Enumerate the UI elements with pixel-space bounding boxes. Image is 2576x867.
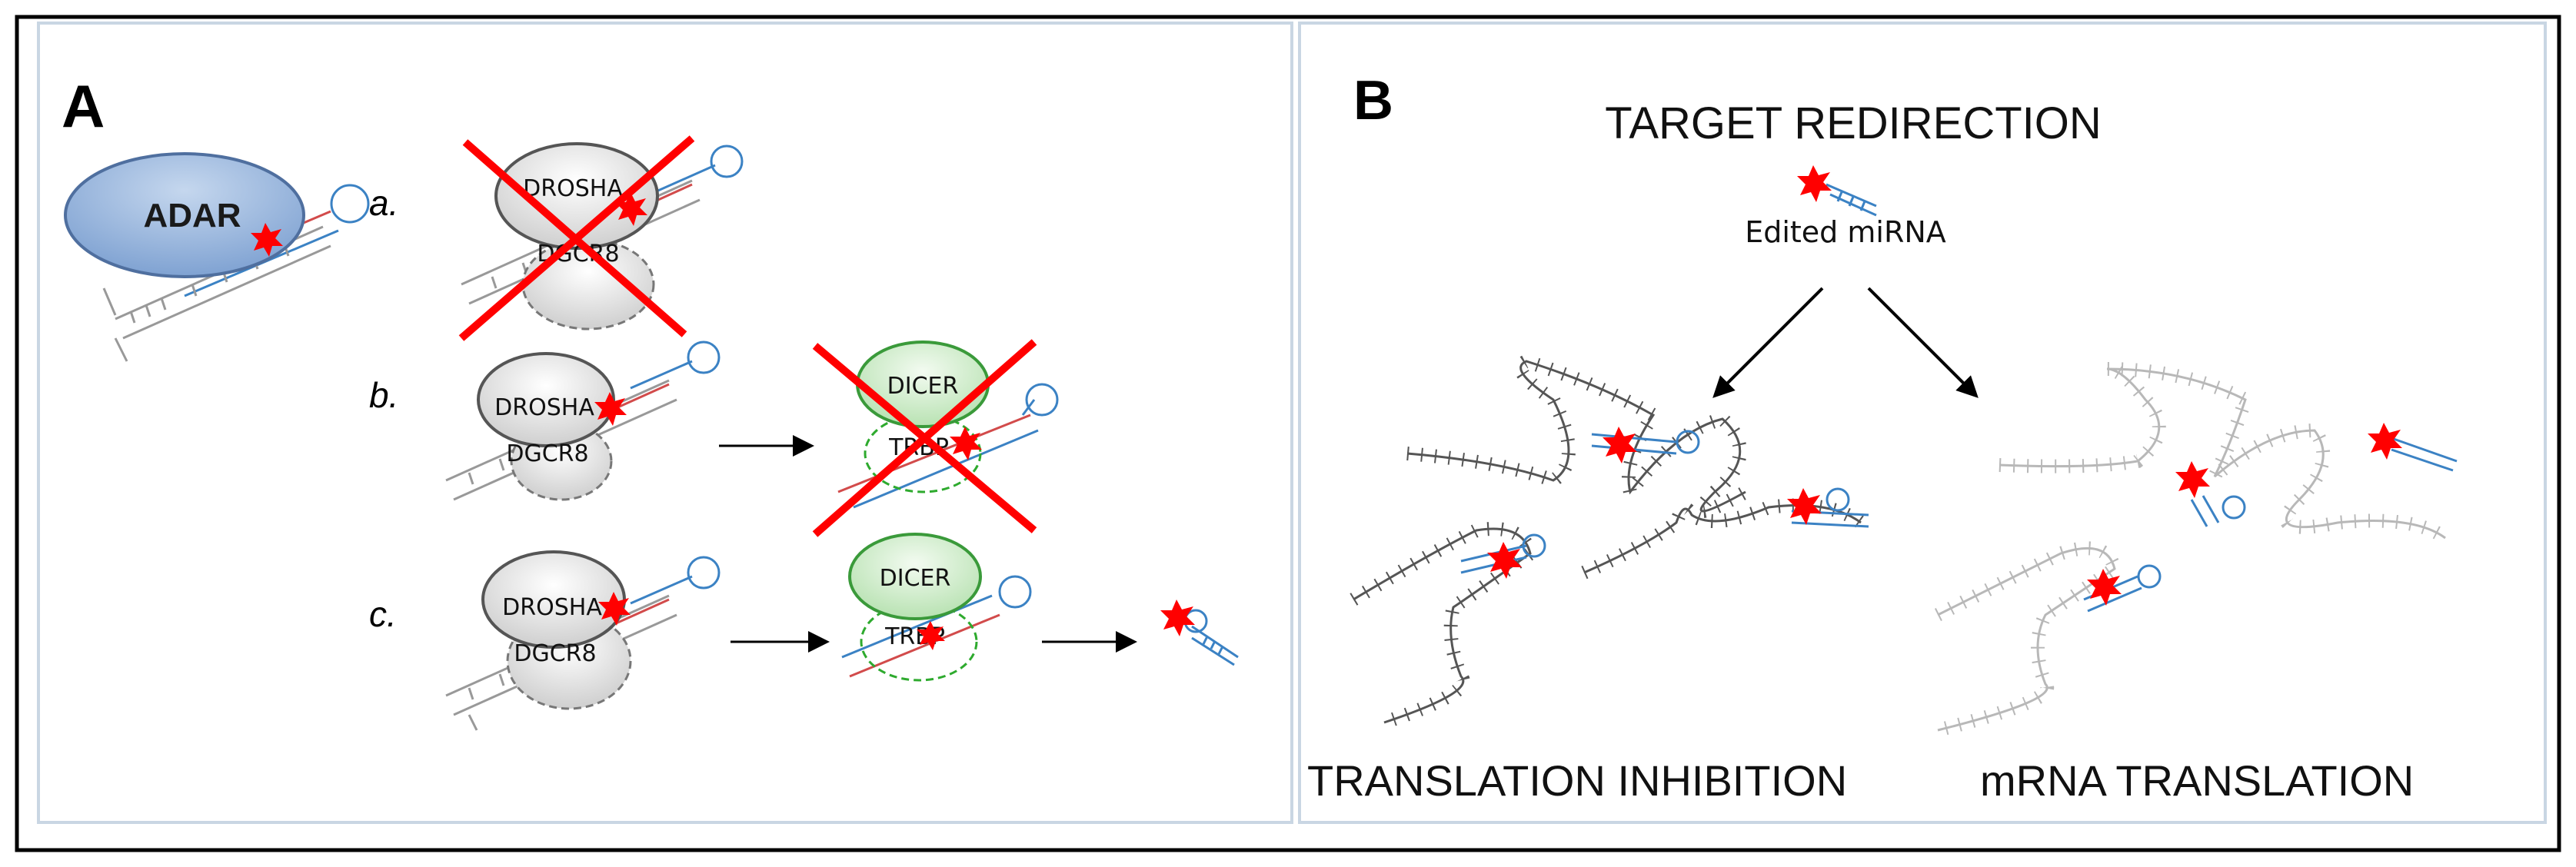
edited-mirna-icon bbox=[1825, 183, 1877, 217]
row-b-letter: b. bbox=[369, 375, 398, 415]
translation-inhibition-label: TRANSLATION INHIBITION bbox=[1307, 756, 1847, 805]
arrow-to-inhibition bbox=[1712, 287, 1824, 398]
row-b-dicer: DICER bbox=[887, 373, 959, 400]
row-a-drosha: DROSHA bbox=[523, 175, 623, 202]
edited-mirna-star-icon bbox=[1797, 165, 1832, 202]
inhibition-star-1-icon bbox=[1603, 427, 1637, 463]
inhibition-mrna bbox=[1350, 354, 1865, 729]
row-c-dicer-edit-star-icon bbox=[917, 621, 945, 650]
row-b-cross-icon bbox=[812, 339, 1037, 537]
row-a-letter: a. bbox=[369, 183, 398, 223]
arrow-to-translation bbox=[1867, 287, 1979, 398]
row-c-mature-edit-star-icon bbox=[1160, 600, 1195, 636]
panel-a-label: A bbox=[62, 72, 105, 140]
row-b-dicer-edit-star-icon bbox=[950, 427, 982, 460]
row-c-letter: c. bbox=[369, 594, 397, 634]
outer-frame bbox=[15, 15, 2561, 852]
row-b-drosha: DROSHA bbox=[494, 394, 594, 421]
inhibition-star-3-icon bbox=[1787, 488, 1822, 525]
translation-mrna bbox=[1934, 362, 2450, 737]
translation-star-3-icon bbox=[2087, 569, 2122, 606]
row-a-cross-icon bbox=[458, 135, 695, 341]
row-c-edit-star-icon bbox=[598, 592, 631, 626]
target-redirection-title: TARGET REDIRECTION bbox=[1605, 98, 2102, 148]
mrna-translation-label: mRNA TRANSLATION bbox=[1980, 756, 2414, 805]
row-a-edit-star-icon bbox=[615, 192, 647, 226]
adar-protein bbox=[64, 152, 305, 278]
row-c-mature-mirna bbox=[1183, 609, 1239, 666]
row-c-drosha: DROSHA bbox=[502, 594, 602, 621]
row-b-dgcr8: DGCR8 bbox=[506, 440, 588, 467]
row-b-edit-star-icon bbox=[594, 392, 627, 426]
translation-star-2-icon bbox=[2175, 461, 2210, 498]
panel-a-border bbox=[37, 22, 1293, 824]
row-c-dicer: DICER bbox=[880, 565, 951, 592]
adar-label: ADAR bbox=[143, 197, 241, 234]
edit-star-icon bbox=[251, 223, 283, 257]
row-a-complex: DROSHA DGCR8 bbox=[458, 135, 744, 341]
row-c-dgcr8: DGCR8 bbox=[514, 640, 596, 667]
row-b-group: DROSHA DGCR8 DICER TRBP bbox=[445, 339, 1059, 537]
row-c-group: DROSHA DGCR8 DICER TRBP bbox=[445, 533, 1239, 731]
panel-b-label: B bbox=[1353, 70, 1393, 131]
adar-group: ADAR bbox=[64, 152, 370, 362]
panel-b-border bbox=[1298, 22, 2547, 824]
edited-mirna-label: Edited miRNA bbox=[1745, 215, 1946, 249]
inhibition-star-2-icon bbox=[1487, 542, 1522, 579]
translation-star-1-icon bbox=[2368, 423, 2402, 460]
